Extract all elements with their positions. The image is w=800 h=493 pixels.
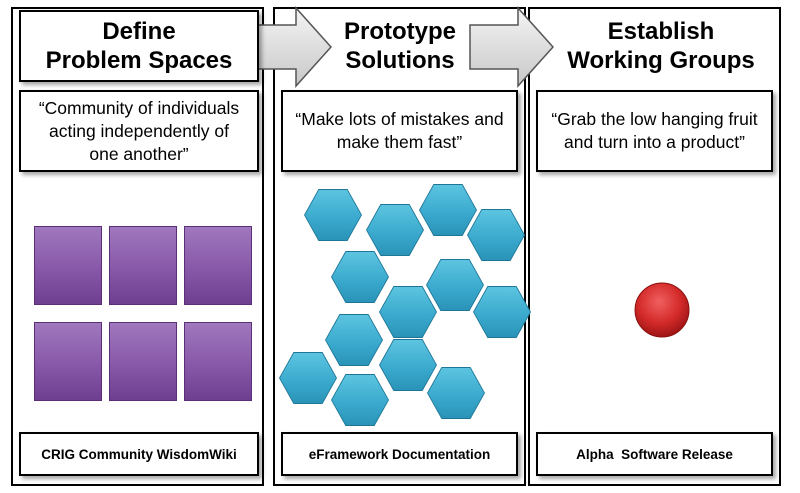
purple-square [109, 226, 177, 305]
purple-square [109, 322, 177, 401]
footer-alpha-release: Alpha Software Release [576, 446, 733, 462]
purple-square [184, 226, 252, 305]
title-box-3: Establish Working Groups [548, 10, 774, 82]
quote-mistakes: “Make lots of mistakes and make them fas… [295, 109, 504, 152]
footer-box-3: Alpha Software Release [536, 432, 773, 476]
blue-hexagon [332, 375, 388, 425]
quote-box-1: “Community of individuals acting indepen… [19, 90, 259, 172]
purple-square [34, 226, 102, 305]
title-establish-working-groups: Establish Working Groups [567, 18, 755, 74]
purple-square [34, 322, 102, 401]
quote-community: “Community of individuals acting indepen… [38, 97, 240, 164]
footer-box-1: CRIG Community WisdomWiki [19, 432, 259, 476]
quote-low-hanging-fruit: “Grab the low hanging fruit and turn int… [551, 109, 758, 152]
purple-square [184, 322, 252, 401]
quote-box-2: “Make lots of mistakes and make them fas… [281, 90, 518, 172]
blue-hexagon [428, 368, 484, 418]
footer-crig-wisdomwiki: CRIG Community WisdomWiki [41, 446, 237, 462]
blue-hexagon [280, 353, 336, 403]
title-box-1: Define Problem Spaces [19, 10, 259, 82]
blue-hexagon [367, 205, 423, 255]
footer-box-2: eFramework Documentation [281, 432, 518, 476]
title-prototype-solutions: Prototype Solutions [343, 18, 456, 74]
blue-hexagon [420, 185, 476, 235]
blue-hexagon [332, 252, 388, 302]
footer-eframework-docs: eFramework Documentation [308, 446, 491, 462]
quote-box-3: “Grab the low hanging fruit and turn int… [536, 90, 773, 172]
blue-hexagon [380, 287, 436, 337]
panel-establish-working-groups [528, 7, 781, 486]
blue-hexagon [427, 260, 483, 310]
blue-hexagon [305, 190, 361, 240]
blue-hexagon [326, 315, 382, 365]
title-box-2: Prototype Solutions [326, 10, 474, 82]
red-circle [634, 282, 690, 338]
title-define-problem-spaces: Define Problem Spaces [45, 18, 233, 74]
blue-hexagon [380, 340, 436, 390]
